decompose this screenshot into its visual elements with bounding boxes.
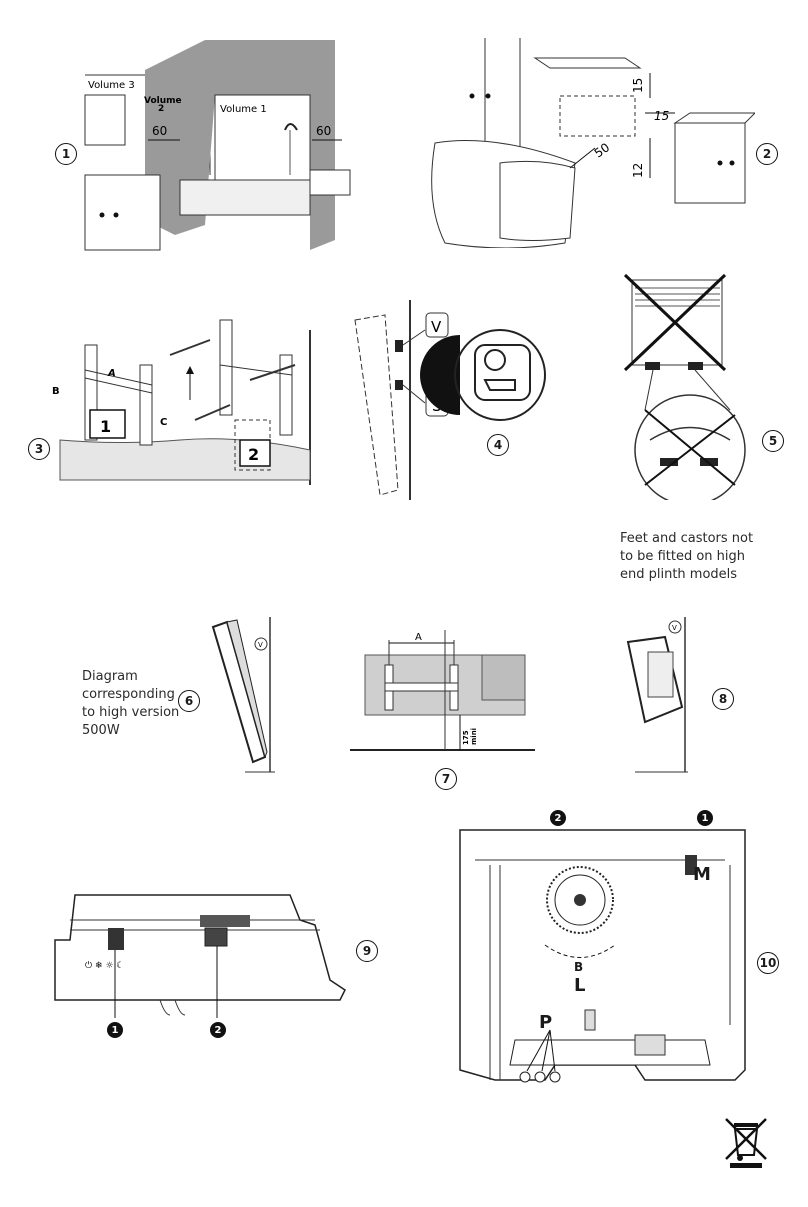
figure-number-1: 1 (55, 143, 77, 165)
weee-bin-icon (722, 1115, 770, 1170)
fig2-dim-15-side: 15 (654, 109, 669, 123)
fig10-label-l: L (574, 975, 586, 996)
figure-number-4: 4 (487, 434, 509, 456)
figure-9-control-panel: ⏻ ❄ ☼ ☾ (50, 890, 360, 1040)
fig1-volume1: Volume 1 (220, 104, 267, 115)
fig7-label-a: A (415, 632, 422, 643)
fig2-dim-12: 12 (631, 163, 645, 178)
figure-number-9: 9 (356, 940, 378, 962)
figure-number-5: 5 (762, 430, 784, 452)
figure-10-internal-view (455, 825, 750, 1090)
fig1-dim-left: 60 (152, 124, 167, 138)
figure-8-wall-unit: V (620, 612, 695, 780)
fig3-box2: 2 (248, 445, 259, 464)
fig3-box1: 1 (100, 417, 111, 436)
fig6-label-v: V (258, 641, 263, 649)
figure-number-2: 2 (756, 143, 778, 165)
figure-number-6: 6 (178, 690, 200, 712)
fig7-dim-b: mini (470, 728, 478, 745)
figure-7-bracket-position: A 175 mini (350, 625, 535, 765)
fig6-note: Diagram corresponding to high version 50… (82, 669, 180, 738)
fig8-label-v: V (672, 624, 677, 632)
fig10-label-p: P (539, 1012, 553, 1033)
figure-5-no-feet (620, 270, 780, 500)
fig1-volume2-a: Volume (144, 96, 182, 106)
fig10-callout-1: 1 (697, 810, 713, 826)
figure-number-8: 8 (712, 688, 734, 710)
fig1-dim-right: 60 (316, 124, 331, 138)
figure-number-10: 10 (757, 952, 779, 974)
fig3-label-c: C (160, 417, 167, 428)
fig10-callout-2: 2 (550, 810, 566, 826)
fig10-label-b: B (574, 960, 584, 974)
fig2-dim-15-top: 15 (631, 78, 645, 93)
fig3-label-a: A (107, 368, 116, 379)
figure-2-clearances: 15 15 50 12 (430, 38, 755, 248)
figure-1-bathroom-volumes: Volume 3 Volume 2 Volume 1 60 60 (80, 35, 355, 260)
fig9-mode-icons: ⏻ ❄ ☼ ☾ (85, 960, 124, 971)
fig7-dim-a: 175 (462, 730, 470, 745)
fig3-label-b: B (52, 386, 60, 397)
figure-3-bracket-mounting: A B C 1 2 (50, 310, 320, 490)
figure-number-3: 3 (28, 438, 50, 460)
fig1-volume3: Volume 3 (88, 80, 135, 91)
fig9-callout-1: 1 (107, 1022, 123, 1038)
fig5-note: Feet and castors not to be fitted on hig… (620, 531, 754, 582)
fig4-label-v: V (431, 318, 442, 336)
fig10-label-m: M (693, 864, 711, 885)
figure-6-high-version: V (205, 612, 280, 777)
figure-number-7: 7 (435, 768, 457, 790)
fig2-dim-50: 50 (592, 140, 613, 160)
fig9-callout-2: 2 (210, 1022, 226, 1038)
figure-4-hang-heater: V S (350, 295, 560, 505)
fig1-volume2-b: 2 (158, 104, 164, 114)
